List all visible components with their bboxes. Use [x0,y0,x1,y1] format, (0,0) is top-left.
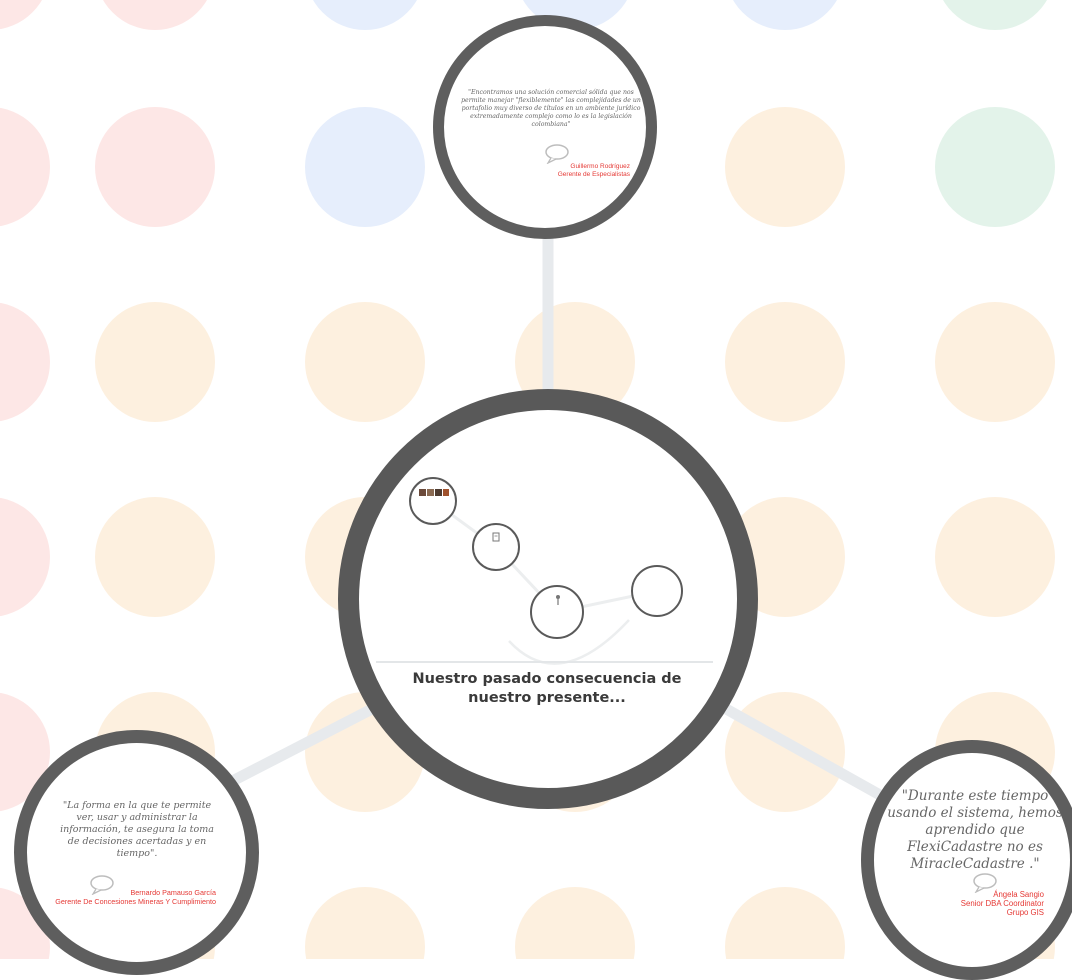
background-dot [935,302,1055,422]
center-divider [376,661,713,663]
background-dot [305,302,425,422]
thumbnail-frame-4[interactable] [631,565,683,617]
background-dot [95,497,215,617]
background-dot [943,0,1047,30]
background-dot [725,302,845,422]
background-dot [935,497,1055,617]
testimonial-top-quote: "Encontramos una solución comercial sóli… [461,89,641,128]
testimonial-right-role: Senior DBA Coordinator [960,899,1044,908]
connector-left [209,704,376,796]
speech-bubble-icon [545,144,569,164]
testimonial-left[interactable]: "La forma en la que te permite ver, usar… [14,730,259,975]
testimonial-left-role: Gerente De Concesiones Mineras Y Cumplim… [55,897,216,906]
connector-right [722,704,886,801]
speech-bubble-icon [90,875,114,895]
center-title: Nuestro pasado consecuencia de nuestro p… [412,671,682,706]
testimonial-right-attribution: Ángela Sangio Senior DBA Coordinator Gru… [914,890,1044,917]
background-dot [935,107,1055,227]
figure-icon [556,595,560,605]
testimonial-top-attribution: Guillermo Rodríguez Gerente de Especiali… [510,163,630,179]
testimonial-left-quote: "La forma en la que te permite ver, usar… [60,800,214,859]
connector-lines [209,229,886,801]
testimonial-top[interactable]: "Encontramos una solución comercial sóli… [433,15,657,239]
background-dot [0,0,42,30]
background-dot [725,107,845,227]
testimonial-right-group: Grupo GIS [1006,908,1044,917]
background-dot [0,887,50,959]
background-dot [733,0,837,30]
testimonial-right-quote: "Durante este tiempo usando el sistema, … [887,788,1063,872]
background-dot [313,0,417,30]
testimonial-left-author: Bernardo Pamauso García [130,888,217,897]
background-dot [95,107,215,227]
background-dot [0,302,50,422]
document-icon [492,532,500,542]
center-frame[interactable]: Nuestro pasado consecuencia de nuestro p… [338,389,758,809]
testimonial-top-role: Gerente de Especialistas [557,171,630,178]
background-dot [515,887,635,959]
thumbnail-frame-2[interactable] [472,523,520,571]
testimonial-left-attribution: Bernardo Pamauso García Gerente De Conce… [46,888,216,906]
testimonial-top-author: Guillermo Rodríguez [570,163,630,170]
background-dot [725,887,845,959]
background-dot [0,497,50,617]
thumbnail-frame-3[interactable] [530,585,584,639]
background-dot [95,302,215,422]
testimonial-right-author: Ángela Sangio [993,890,1044,899]
background-dot [305,107,425,227]
background-dot [0,107,50,227]
background-dot [103,0,207,30]
testimonial-right[interactable]: "Durante este tiempo usando el sistema, … [861,740,1072,980]
photo-strip-icon [419,489,449,496]
speech-bubble-icon [973,873,997,893]
background-dot [305,887,425,959]
thumbnail-frame-1[interactable] [409,477,457,525]
